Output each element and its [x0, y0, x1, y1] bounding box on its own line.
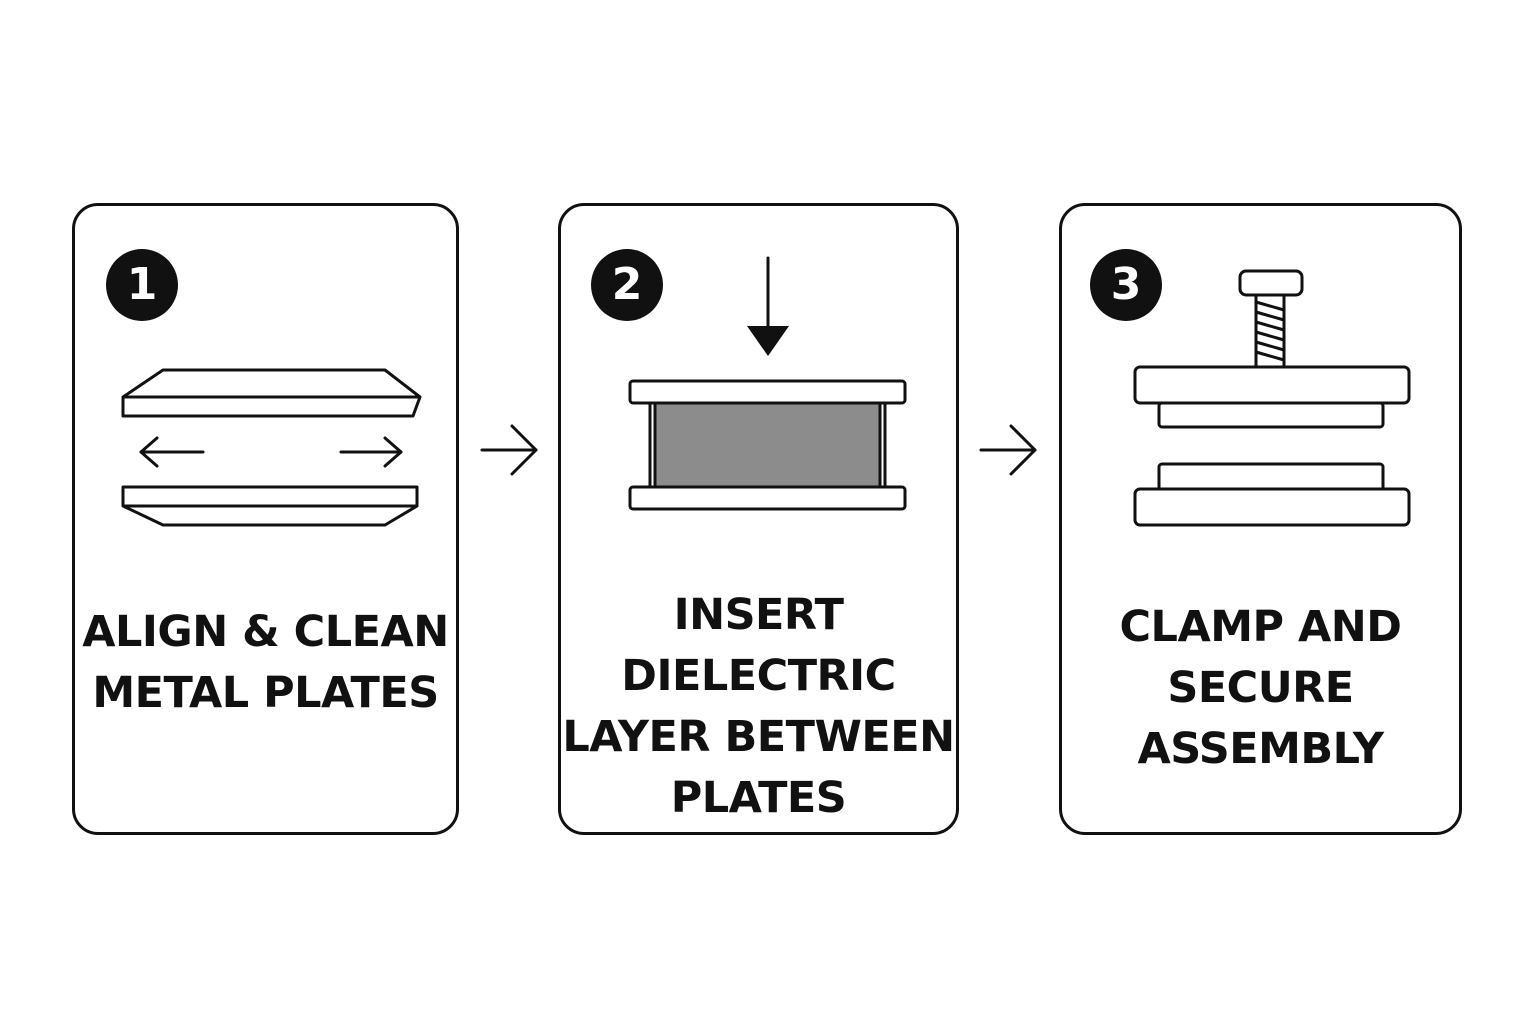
top-plate [1133, 365, 1411, 405]
caption-line: ALIGN & CLEAN [82, 607, 449, 657]
step-2-caption: INSERT DIELECTRIC LAYER BETWEEN PLATES [561, 585, 956, 829]
bottom-plate [1133, 487, 1411, 527]
caption-line: PLATES [670, 773, 847, 823]
dielectric-insert-icon [628, 256, 907, 511]
right-arrow-icon [979, 424, 1037, 476]
top-plate-step [1157, 401, 1385, 429]
bottom-plate-step [1157, 462, 1385, 493]
step-1-caption: ALIGN & CLEAN METAL PLATES [75, 602, 456, 724]
caption-line: CLAMP AND [1119, 602, 1402, 652]
step-3-caption: CLAMP AND SECURE ASSEMBLY [1062, 597, 1459, 780]
bottom-plate [628, 485, 907, 511]
right-arrow-icon [339, 436, 403, 468]
step-2-panel: 2 INSERT DIELECTRIC LAYER BETWEEN PLATES [558, 203, 959, 835]
step-3-panel: 3 CLAMP AND SECURE ASSEMBLY [1059, 203, 1462, 835]
caption-line: INSERT [673, 590, 844, 640]
caption-line: SECURE [1167, 663, 1354, 713]
step-1-panel: 1 ALIGN & CLEAN METAL PLATES [72, 203, 459, 835]
top-plate [121, 368, 422, 418]
left-arrow-icon [139, 436, 205, 468]
caption-line: LAYER BETWEEN [562, 712, 955, 762]
two-plates-with-align-arrows-icon [121, 368, 422, 527]
dielectric-layer [653, 401, 882, 489]
down-arrow-icon [747, 256, 789, 356]
step-number-badge: 3 [1090, 249, 1162, 321]
caption-line: METAL PLATES [92, 668, 439, 718]
right-arrow-icon [480, 424, 538, 476]
step-number-badge: 2 [591, 249, 663, 321]
clamp-screw-assembly-icon [1133, 269, 1411, 527]
top-plate [628, 379, 907, 405]
caption-line: DIELECTRIC [621, 651, 896, 701]
caption-line: ASSEMBLY [1137, 724, 1384, 774]
screw-icon [1238, 269, 1304, 370]
step-number-badge: 1 [106, 249, 178, 321]
